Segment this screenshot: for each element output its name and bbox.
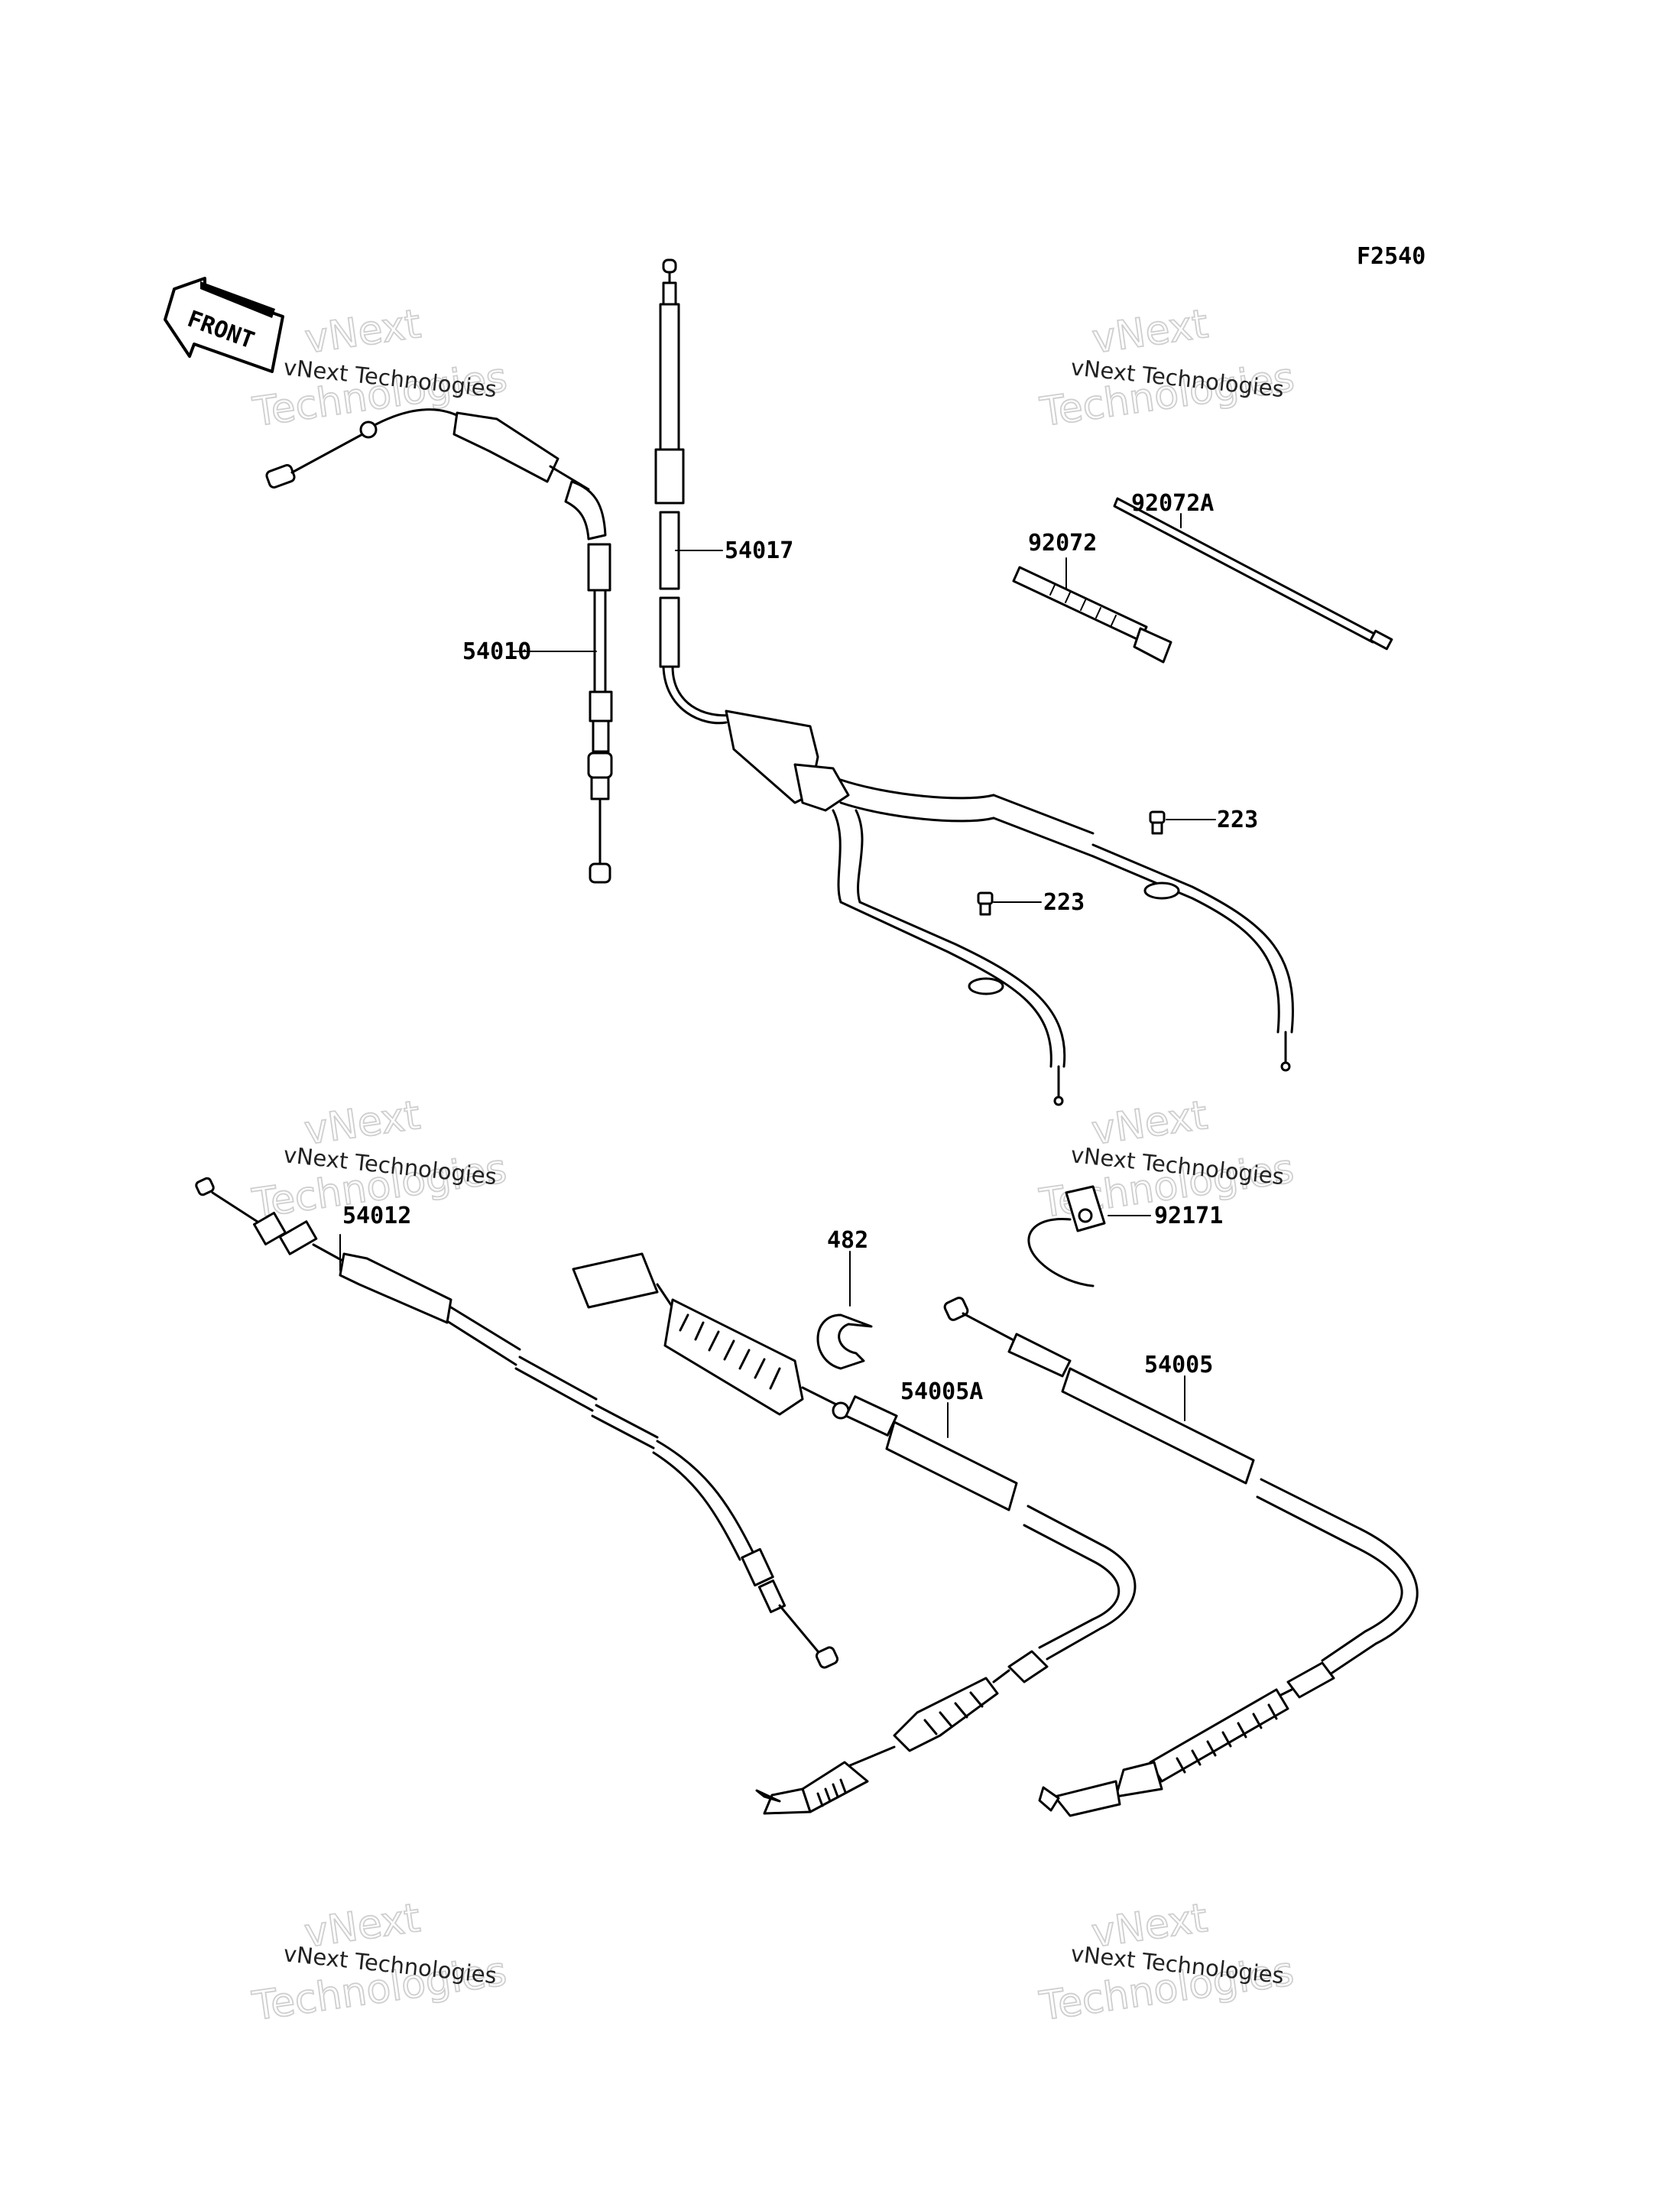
screw-223-upper: [1149, 810, 1166, 835]
part-number-54012: 54012: [342, 1203, 411, 1229]
screw-223-lower: [977, 891, 994, 916]
part-number-54017: 54017: [725, 537, 793, 564]
watermark-top-left: vNext Technologies vNext Technologies: [249, 300, 511, 437]
part-number-54005: 54005: [1144, 1352, 1213, 1378]
circlip-482: [816, 1313, 873, 1370]
part-number-54010: 54010: [462, 638, 531, 665]
part-number-92171: 92171: [1154, 1203, 1223, 1229]
part-number-92072A: 92072A: [1131, 490, 1214, 517]
front-arrow-icon: FRONT: [164, 277, 284, 373]
cable-54005A: [572, 1252, 1137, 1815]
part-number-223-lower: 223: [1043, 889, 1085, 916]
part-number-223-upper: 223: [1217, 807, 1258, 833]
watermark-bottom-right: vNext Technologies vNext Technologies: [1036, 1894, 1297, 2031]
part-number-482: 482: [827, 1227, 868, 1254]
clamp-92072A: [1113, 497, 1393, 651]
cable-54012: [195, 1177, 839, 1669]
figure-code: F2540: [1357, 243, 1425, 270]
watermark-top-right: vNext Technologies vNext Technologies: [1036, 300, 1298, 437]
cable-54005: [943, 1297, 1419, 1817]
part-number-92072: 92072: [1028, 530, 1097, 557]
cable-54017: [654, 258, 1294, 1106]
guide-92171: [1027, 1185, 1106, 1287]
cable-54010: [265, 408, 613, 884]
watermark-bottom-left: vNext Technologies vNext Technologies: [248, 1894, 510, 2031]
part-number-54005A: 54005A: [900, 1378, 983, 1405]
watermark-word-a: vNext: [1089, 301, 1211, 363]
clamp-92072: [1012, 566, 1172, 664]
watermark-word-a: vNext: [302, 301, 423, 363]
